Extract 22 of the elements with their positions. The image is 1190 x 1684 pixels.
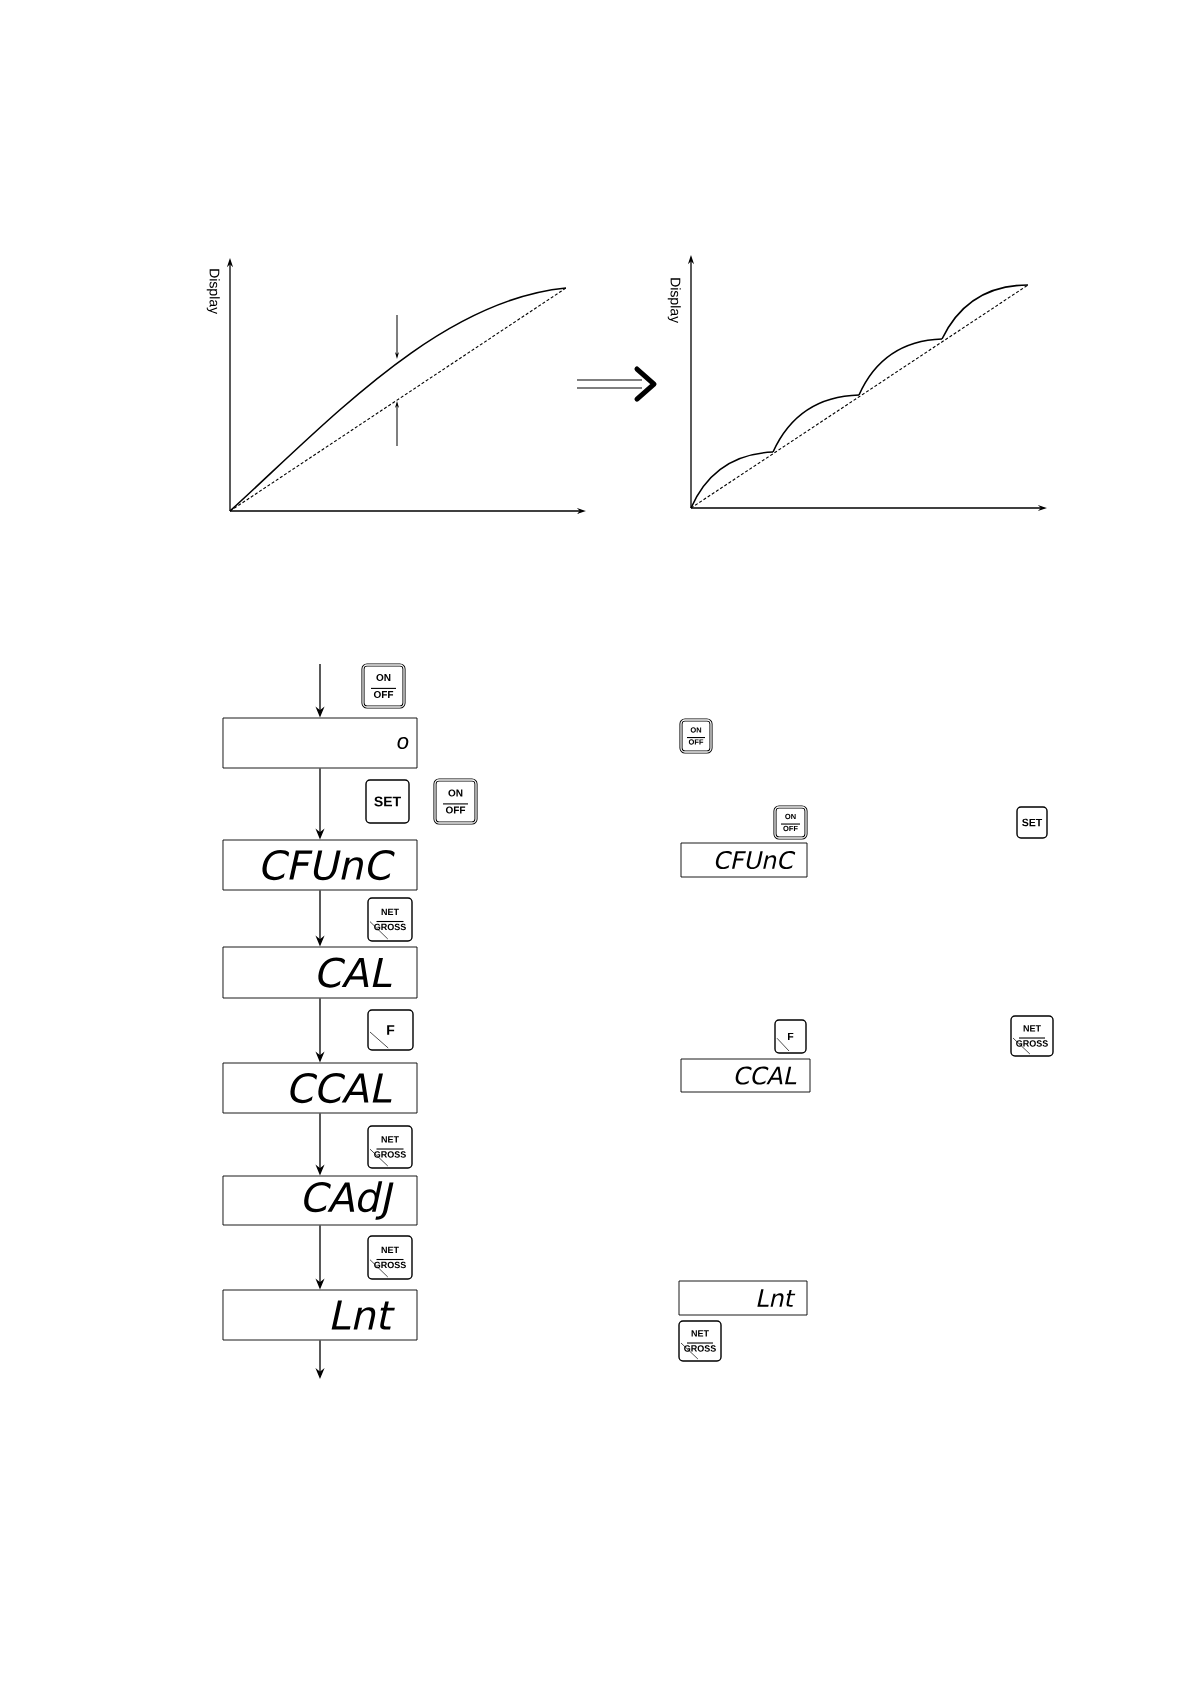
key-button: SET: [1016, 806, 1048, 839]
key-button: F: [774, 1019, 807, 1054]
key-button: NET GROSS: [367, 897, 413, 942]
key-button: SET: [365, 779, 410, 824]
key-button: NET GROSS: [367, 1125, 413, 1169]
key-button: NET GROSS: [367, 1235, 413, 1280]
axis-label: Display: [667, 278, 681, 324]
key-button: ON OFF: [433, 778, 478, 825]
lcd-display: CCAL: [680, 1058, 811, 1093]
key-button: F: [367, 1009, 414, 1051]
key-button: NET GROSS: [678, 1320, 722, 1362]
lcd-display: Lnt: [222, 1289, 418, 1341]
lcd-display: CAdJ: [222, 1175, 418, 1226]
lcd-display: CAL: [222, 946, 418, 999]
lcd-display: CFUnC: [680, 842, 808, 878]
key-button: NET GROSS: [1010, 1015, 1054, 1057]
lcd-display: CCAL: [222, 1062, 418, 1114]
lcd-display: Lnt: [678, 1280, 808, 1316]
key-button: ON OFF: [361, 663, 406, 709]
axis-label: Display: [206, 269, 220, 315]
lcd-display: CFUnC: [222, 839, 418, 891]
lcd-display: o: [222, 717, 418, 769]
